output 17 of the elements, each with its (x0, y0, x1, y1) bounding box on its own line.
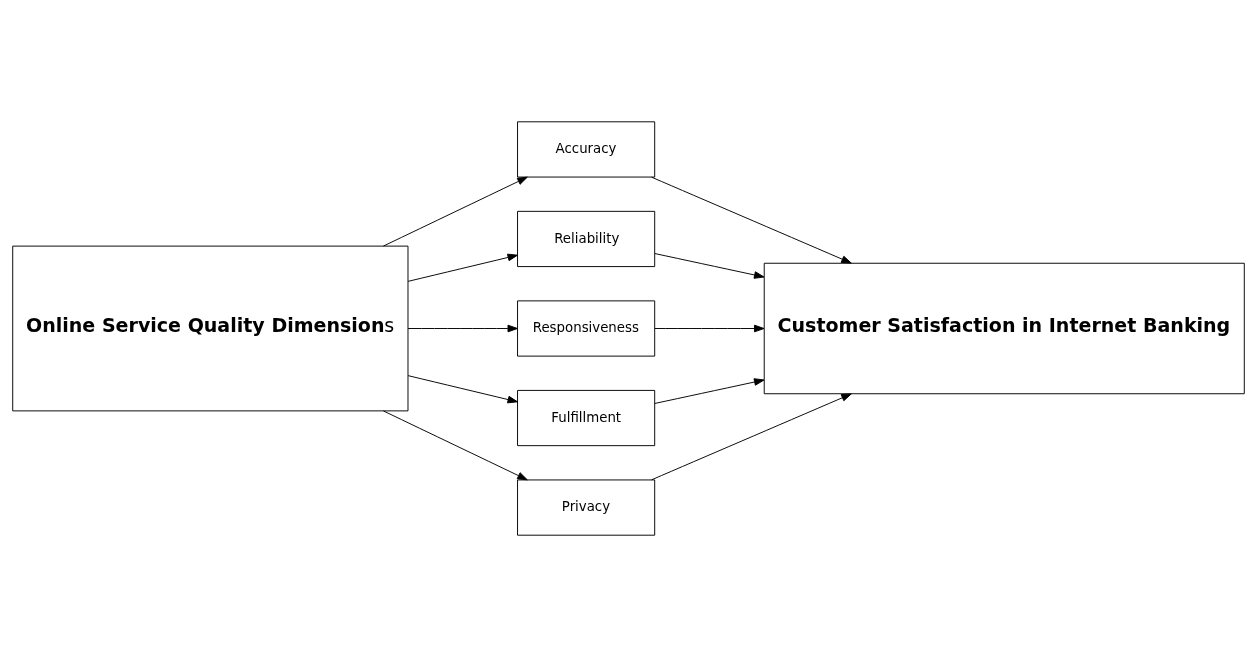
arrow (407, 324, 518, 332)
node-box: Reliability (517, 210, 656, 267)
arrow (407, 253, 518, 282)
node-box: Responsiveness (517, 299, 656, 357)
arrow (654, 377, 765, 404)
node-box: Customer Satisfaction in Internet Banking (763, 262, 1245, 394)
node-box: Accuracy (517, 120, 656, 178)
arrow (383, 176, 528, 246)
arrow (651, 176, 852, 264)
node-box: Online Service Quality Dimensions (12, 245, 409, 411)
arrow (654, 324, 765, 332)
arrow (407, 374, 518, 403)
node-box: Fulfillment (517, 389, 656, 446)
arrow (651, 392, 852, 480)
arrow (383, 410, 528, 480)
arrow (654, 252, 765, 279)
node-box: Privacy (517, 478, 656, 536)
